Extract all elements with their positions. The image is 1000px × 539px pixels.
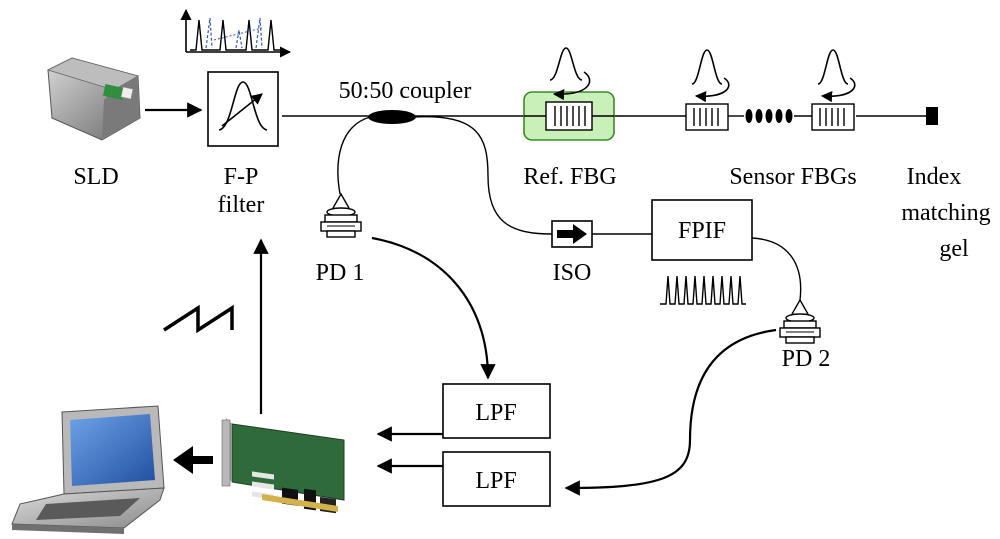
- sawtooth-ramp-icon: [163, 304, 234, 334]
- isolator-arrow-icon: [557, 224, 587, 244]
- fiber-coil: [728, 109, 812, 123]
- fiber-coupler-to-pd1: [337, 116, 371, 195]
- index-gel-label-line1: Index: [907, 164, 962, 190]
- pd2-label: PD 2: [782, 346, 831, 372]
- daq-to-laptop-arrow: [173, 446, 213, 474]
- ref-fbg-label: Ref. FBG: [523, 164, 616, 190]
- index-gel-label-line2: matching: [901, 200, 990, 226]
- fpif-comb-spectrum-icon: [660, 275, 746, 305]
- tunable-filter-icon: [218, 81, 268, 131]
- iso-label: ISO: [553, 260, 592, 286]
- pd2-to-lpf-wire: [564, 328, 777, 496]
- lpf-top-box: [442, 383, 551, 439]
- sld-source-image: [46, 57, 141, 141]
- sensor-fbg-1: [685, 103, 729, 131]
- coupler-body: [368, 110, 416, 124]
- ref-fbg-reflection-icon: [549, 47, 591, 101]
- fp-filter-label-line1: F-P: [224, 164, 259, 190]
- coupler-label: 50:50 coupler: [339, 78, 472, 104]
- fpif-box: [651, 199, 753, 261]
- sensor-fbgs-label: Sensor FBGs: [729, 164, 856, 190]
- fiber-fpif-to-pd2: [751, 237, 802, 301]
- ref-fbg-grating: [524, 101, 614, 131]
- index-gel-label-line3: gel: [939, 236, 969, 262]
- lpf-bottom-box: [442, 451, 551, 507]
- sensor-fbg-2-reflection-icon: [817, 49, 856, 103]
- fpif-label: FPIF: [678, 218, 726, 244]
- fiber-coupler-to-iso: [413, 116, 553, 235]
- pd1-label: PD 1: [316, 260, 365, 286]
- fp-filter-label-line2: filter: [218, 192, 265, 218]
- index-matching-gel-block: [926, 107, 938, 125]
- sld-label: SLD: [73, 164, 118, 190]
- laptop-image: [11, 405, 165, 534]
- pd1-photodetector-icon: [320, 192, 362, 238]
- sensor-fbg-1-reflection-icon: [691, 49, 730, 103]
- sensor-fbg-2: [811, 103, 855, 131]
- pd2-photodetector-icon: [779, 298, 821, 344]
- lpf-bottom-label: LPF: [475, 468, 516, 494]
- swept-spectrum-icon: [180, 8, 292, 58]
- pd1-to-lpf-wire: [371, 236, 496, 380]
- daq-card-image: [221, 418, 345, 514]
- lpf-top-label: LPF: [475, 400, 516, 426]
